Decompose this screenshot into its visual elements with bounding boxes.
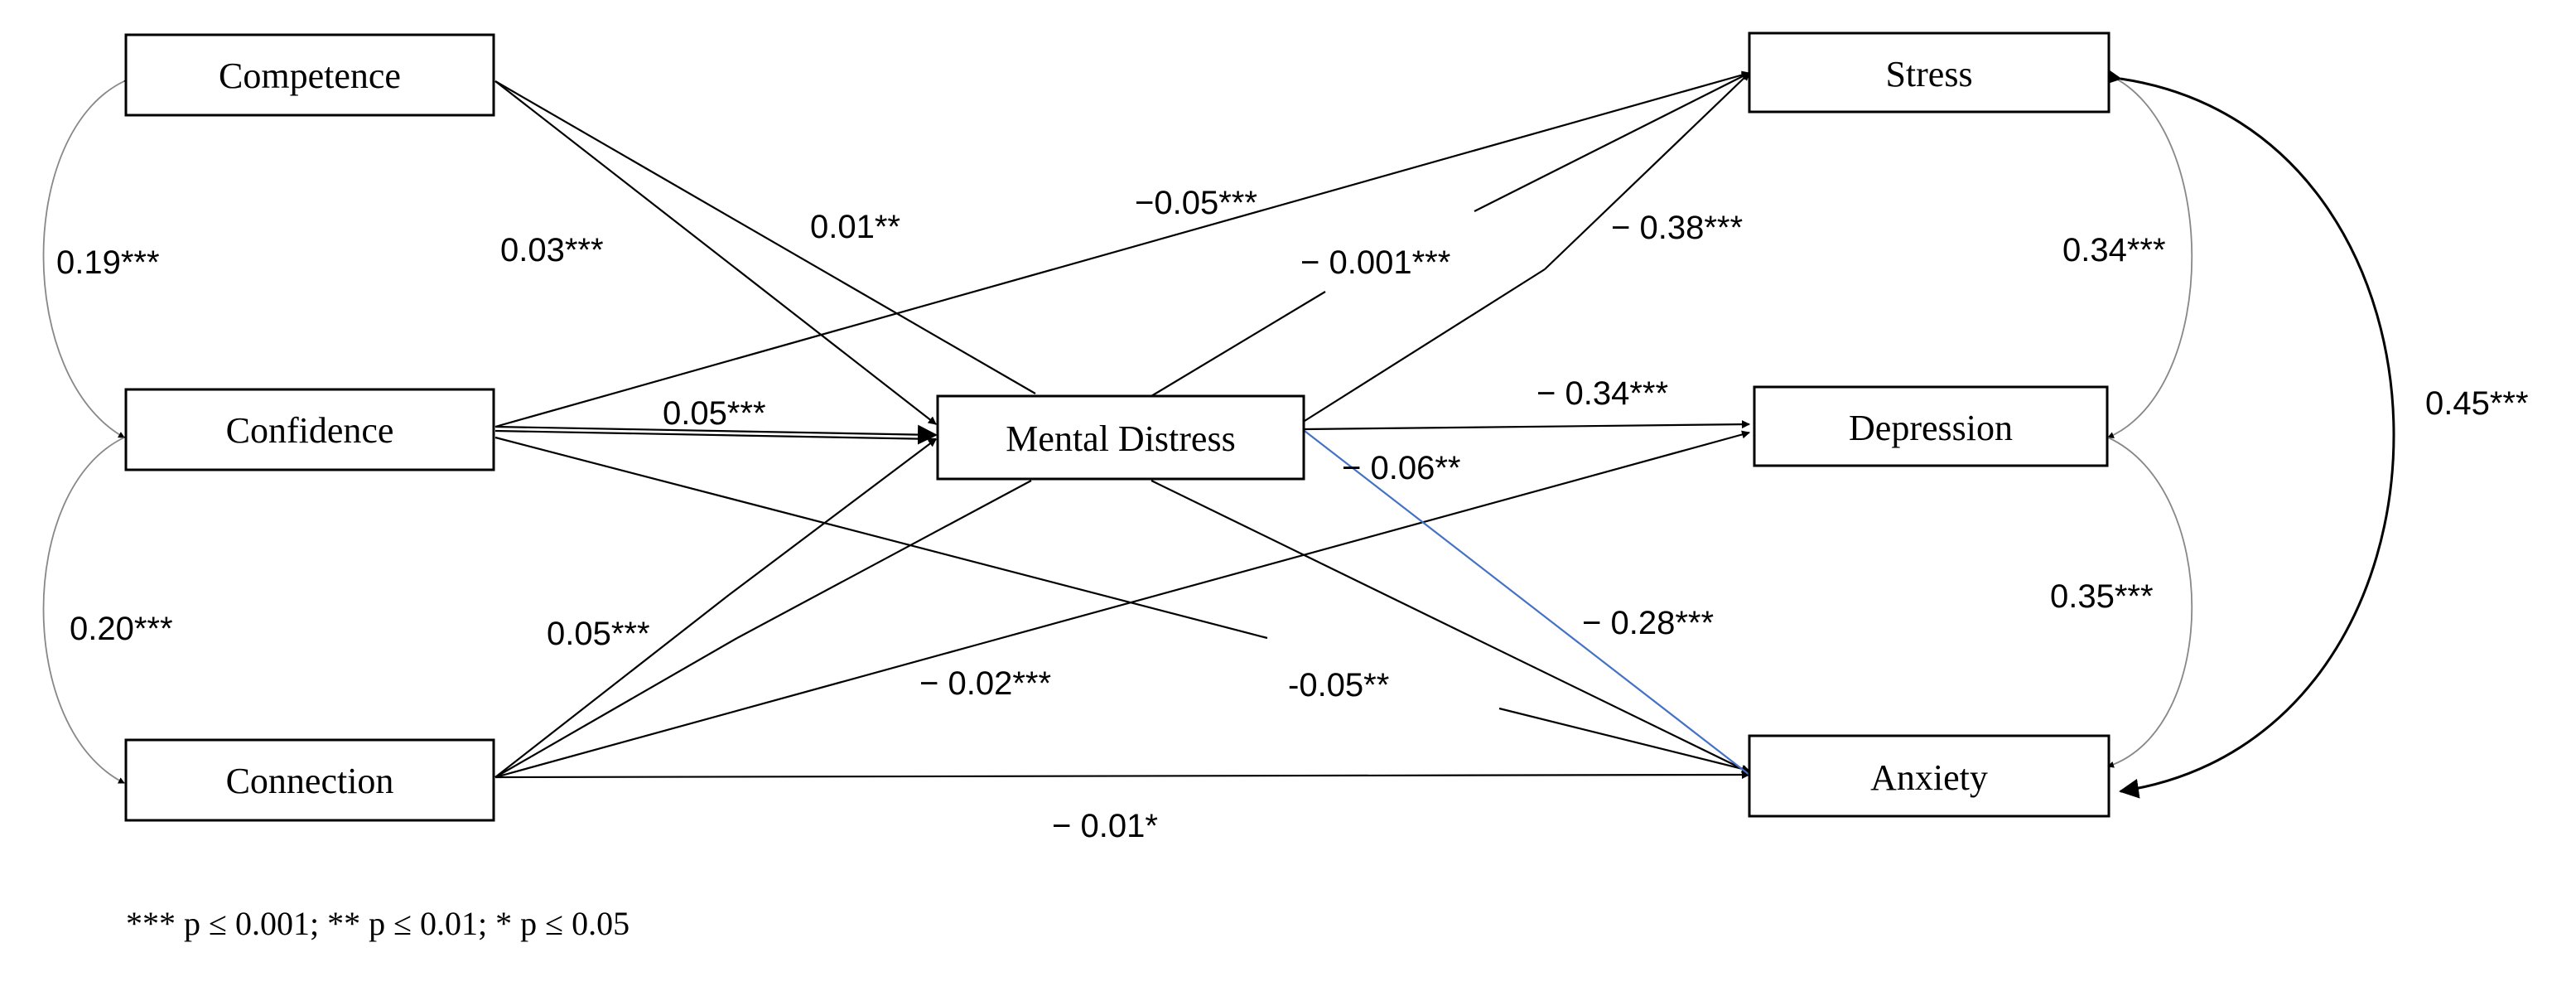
path-confidence-distress-2: [494, 429, 937, 441]
path-connection-distress-d: [736, 480, 1032, 639]
path-competence-anxiety: [494, 80, 1036, 394]
node-competence: Competence: [124, 33, 495, 117]
coef-confidence-distress: 0.05***: [663, 395, 766, 432]
path-connection-anxiety: [494, 771, 1750, 780]
node-anxiety: Anxiety: [1748, 734, 2110, 818]
coef-competence-stress: 0.01**: [810, 209, 900, 245]
path-connection-depression-b: [977, 430, 1750, 646]
coef-distress-depression: − 0.34***: [1536, 375, 1668, 412]
path-competence-distress: [494, 80, 937, 425]
coef-distress-stress-b: − 0.38***: [1611, 210, 1743, 246]
coef-connection-anxiety: − 0.01*: [1052, 808, 1158, 844]
path-connection-distress-b: [728, 438, 937, 596]
coef-depression-anxiety-cov: 0.35***: [2050, 578, 2154, 615]
coef-stress-anxiety-cov: 0.45***: [2425, 385, 2529, 422]
path-distress-stress-a: [1151, 291, 1326, 397]
cov-confidence-connection: [42, 432, 132, 784]
coef-confidence-stress: −0.05***: [1135, 185, 1257, 221]
coef-confidence-anxiety: -0.05**: [1288, 667, 1389, 703]
node-connection: Connection: [124, 738, 495, 822]
coef-connection-depression: − 0.02***: [919, 665, 1051, 702]
node-connection-label: Connection: [226, 761, 394, 801]
path-confidence-distress: [494, 424, 938, 445]
node-mental-distress: Mental Distress: [936, 394, 1305, 481]
node-stress: Stress: [1748, 31, 2110, 114]
node-anxiety-label: Anxiety: [1870, 757, 1988, 798]
path-distress-anxiety: [1151, 480, 1750, 773]
path-distress-depression: [1304, 420, 1750, 431]
path-connection-distress-c: [494, 637, 738, 778]
path-confidence-stress: [494, 70, 1750, 428]
cov-stress-depression: [2101, 69, 2192, 438]
cov-depression-anxiety: [2101, 432, 2192, 768]
significance-legend: *** p ≤ 0.001; ** p ≤ 0.01; * p ≤ 0.05: [126, 905, 630, 942]
path-distress-stress-b: [1304, 268, 1546, 422]
path-confidence-anxiety: [494, 436, 1268, 640]
coef-competence-distress: 0.03***: [500, 232, 604, 268]
path-connection-distress: [494, 594, 730, 778]
coef-distress-anxiety-a: − 0.06**: [1342, 450, 1460, 486]
path-distress-stress-b2: [1544, 72, 1750, 270]
cov-stress-anxiety: [2101, 65, 2395, 799]
path-distress-anxiety-blue: [1304, 430, 1750, 776]
node-depression: Depression: [1753, 385, 2109, 467]
node-competence-label: Competence: [219, 56, 401, 96]
coef-distress-anxiety-b: − 0.28***: [1582, 605, 1714, 641]
node-stress-label: Stress: [1885, 54, 1972, 94]
coef-confidence-connection-cov: 0.20***: [70, 611, 173, 647]
node-confidence-label: Confidence: [226, 410, 394, 451]
coef-stress-depression-cov: 0.34***: [2062, 232, 2166, 268]
coef-competence-confidence-cov: 0.19***: [56, 244, 160, 281]
path-connection-depression: [494, 643, 978, 779]
node-confidence: Confidence: [124, 388, 495, 471]
coef-distress-stress-a: − 0.001***: [1300, 244, 1450, 281]
path-distress-stress-a2: [1474, 72, 1750, 212]
cov-competence-confidence: [42, 75, 132, 438]
node-mental-distress-label: Mental Distress: [1006, 418, 1235, 459]
node-depression-label: Depression: [1849, 408, 2013, 448]
coef-connection-distress: 0.05***: [547, 616, 650, 652]
path-confidence-anxiety-2: [1498, 707, 1750, 773]
